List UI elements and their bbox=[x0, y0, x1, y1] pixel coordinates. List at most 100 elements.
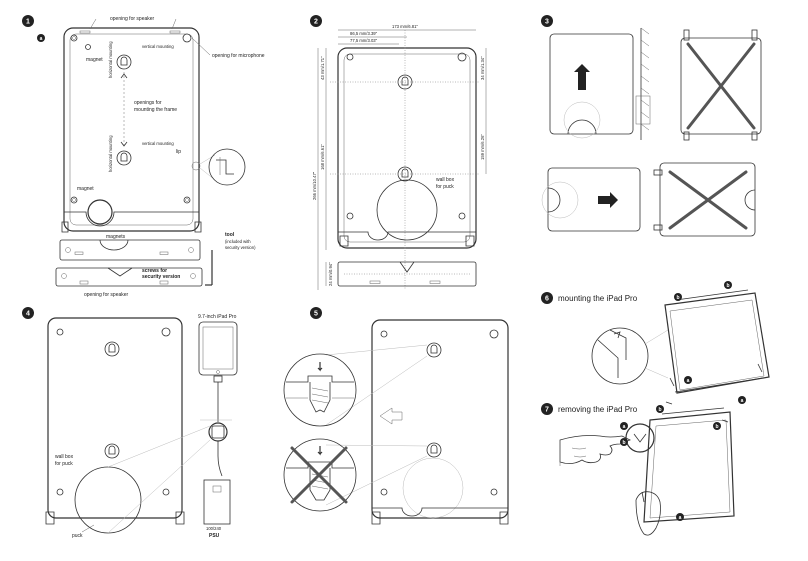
step-6-mounting: 6 mounting the iPad Pro b b a a bbox=[541, 281, 770, 404]
magnet-label-bottom: magnet bbox=[77, 186, 94, 192]
marker-b-3: b bbox=[622, 440, 625, 446]
ipad-drawing bbox=[198, 321, 238, 376]
step-3-number: 3 bbox=[545, 19, 549, 26]
step-4-badge bbox=[22, 307, 34, 319]
openings-label-1: openings for bbox=[134, 100, 162, 106]
openings-label-2: mounting the frame bbox=[134, 107, 177, 113]
step-6-number: 6 bbox=[545, 296, 549, 303]
step-6-badge bbox=[541, 292, 553, 304]
marker-a-3: a bbox=[623, 424, 626, 430]
screws-label-1: screws for bbox=[142, 268, 167, 274]
magnet-bottom bbox=[87, 199, 113, 225]
step-2-number: 2 bbox=[314, 19, 318, 26]
step-2-dimensions: 2 173 mm/6.81" 86,5 mm/3.39" 77,5 mm/3.0… bbox=[310, 15, 487, 290]
marker-a-1: a bbox=[687, 378, 690, 384]
ipad-label: 9.7-inch iPad Pro bbox=[198, 314, 237, 320]
psu-box bbox=[203, 479, 231, 525]
magnet-top bbox=[85, 44, 91, 50]
step-7-badge bbox=[541, 403, 553, 415]
step-6-title: mounting the iPad Pro bbox=[558, 294, 638, 303]
marker-b-2: b bbox=[726, 283, 729, 289]
dim-34: 34 mm/1.34" bbox=[480, 56, 485, 80]
frame-horizontal-wrong bbox=[659, 162, 756, 237]
keyhole-top bbox=[116, 54, 132, 70]
puck-label: puck bbox=[72, 533, 83, 539]
tool-note-2: security version) bbox=[225, 245, 256, 250]
dim-77: 77,5 mm/3.03" bbox=[350, 38, 378, 43]
mount-detail-circle bbox=[591, 327, 649, 385]
step-1-frame-overview: 1 a bbox=[22, 15, 265, 298]
hand-icon bbox=[559, 435, 631, 464]
arrow-up bbox=[574, 64, 590, 90]
keyhole-bottom bbox=[116, 150, 132, 166]
psu-voltage: 100/240 bbox=[206, 526, 222, 531]
step-1a-badge bbox=[37, 34, 45, 42]
release-tool-circle bbox=[625, 423, 655, 453]
dim-24: 24 mm/0.94" bbox=[328, 262, 333, 286]
hand-bottom-icon bbox=[635, 491, 661, 536]
keyhole-bottom-4 bbox=[104, 443, 120, 459]
step-5-badge bbox=[310, 307, 322, 319]
frame-bottom-bar-2 bbox=[337, 261, 477, 287]
microphone-label: opening for microphone bbox=[212, 53, 265, 59]
dim-266: 266 mm/10.47" bbox=[312, 171, 317, 200]
step-1-number: 1 bbox=[26, 19, 30, 26]
speaker-label-top: opening for speaker bbox=[110, 16, 155, 22]
magnet-label-top: magnet bbox=[86, 57, 103, 63]
wallbox-label-4a: wall box bbox=[55, 454, 74, 460]
keyhole-top-4 bbox=[104, 341, 120, 357]
wall-box-4 bbox=[74, 466, 142, 534]
screw-detail-wrong bbox=[283, 438, 357, 512]
screws-label-2: security version bbox=[142, 274, 180, 280]
frame-outline-4 bbox=[47, 317, 183, 519]
dim-159: 159 mm/6.26" bbox=[480, 134, 485, 160]
step-1-badge bbox=[22, 15, 34, 27]
dim-168: 168 mm/6.61" bbox=[320, 144, 325, 170]
marker-a-4: a bbox=[679, 515, 682, 521]
keyhole-bottom-5 bbox=[426, 442, 442, 458]
frame-outline-5 bbox=[371, 319, 509, 519]
lip-label: lip bbox=[176, 149, 181, 155]
step-1a-letter: a bbox=[40, 36, 43, 42]
frame-inner-edge bbox=[69, 33, 194, 226]
frame-outline bbox=[63, 27, 200, 232]
marker-b-4: b bbox=[658, 407, 661, 413]
horizontal-mounting-label-bottom: horizontal mounting bbox=[108, 135, 113, 172]
wall-box-outline bbox=[376, 179, 438, 241]
vertical-mounting-label-bottom: vertical mounting bbox=[142, 141, 174, 146]
step-7-removing: 7 removing the iPad Pro a b b b a bbox=[541, 401, 735, 536]
step-5-screws: 5 bbox=[283, 307, 509, 525]
security-bottom-bar bbox=[55, 267, 203, 287]
ipad-mounting bbox=[664, 292, 770, 394]
tool-note-1: (included with bbox=[225, 239, 251, 244]
lip-detail-circle bbox=[208, 148, 246, 186]
psu-label: PSU bbox=[209, 533, 220, 539]
step-2-badge bbox=[310, 15, 322, 27]
arrow-right bbox=[598, 192, 618, 208]
wallbox-label-4b: for puck bbox=[55, 461, 73, 467]
tool-label: tool bbox=[225, 232, 235, 238]
magnets-label: magnets bbox=[106, 234, 126, 240]
wallbox-label-2: for puck bbox=[436, 184, 454, 190]
frame-bottom-bar bbox=[59, 239, 201, 261]
step-7-number: 7 bbox=[545, 407, 549, 414]
step-5-number: 5 bbox=[314, 311, 318, 318]
marker-a-2: a bbox=[741, 398, 744, 404]
dim-width: 173 mm/6.81" bbox=[392, 24, 418, 29]
vertical-mounting-label-top: vertical mounting bbox=[142, 44, 174, 49]
dim-86: 86,5 mm/3.39" bbox=[350, 31, 378, 36]
wallbox-label-1: wall box bbox=[436, 177, 455, 183]
microphone-opening bbox=[182, 33, 192, 43]
marker-b-5: b bbox=[715, 424, 718, 430]
step-3-orientation: 3 bbox=[541, 15, 762, 237]
keyhole-top-5 bbox=[426, 342, 442, 358]
marker-b-1: b bbox=[676, 295, 679, 301]
horizontal-mounting-label-top: horizontal mounting bbox=[108, 41, 113, 78]
step-3-badge bbox=[541, 15, 553, 27]
screw-detail-correct bbox=[283, 353, 357, 427]
step-7-title: removing the iPad Pro bbox=[558, 405, 638, 414]
frame-horizontal-correct bbox=[547, 167, 641, 232]
frame-vertical-correct bbox=[549, 33, 634, 135]
frame-outline-2 bbox=[337, 47, 477, 249]
